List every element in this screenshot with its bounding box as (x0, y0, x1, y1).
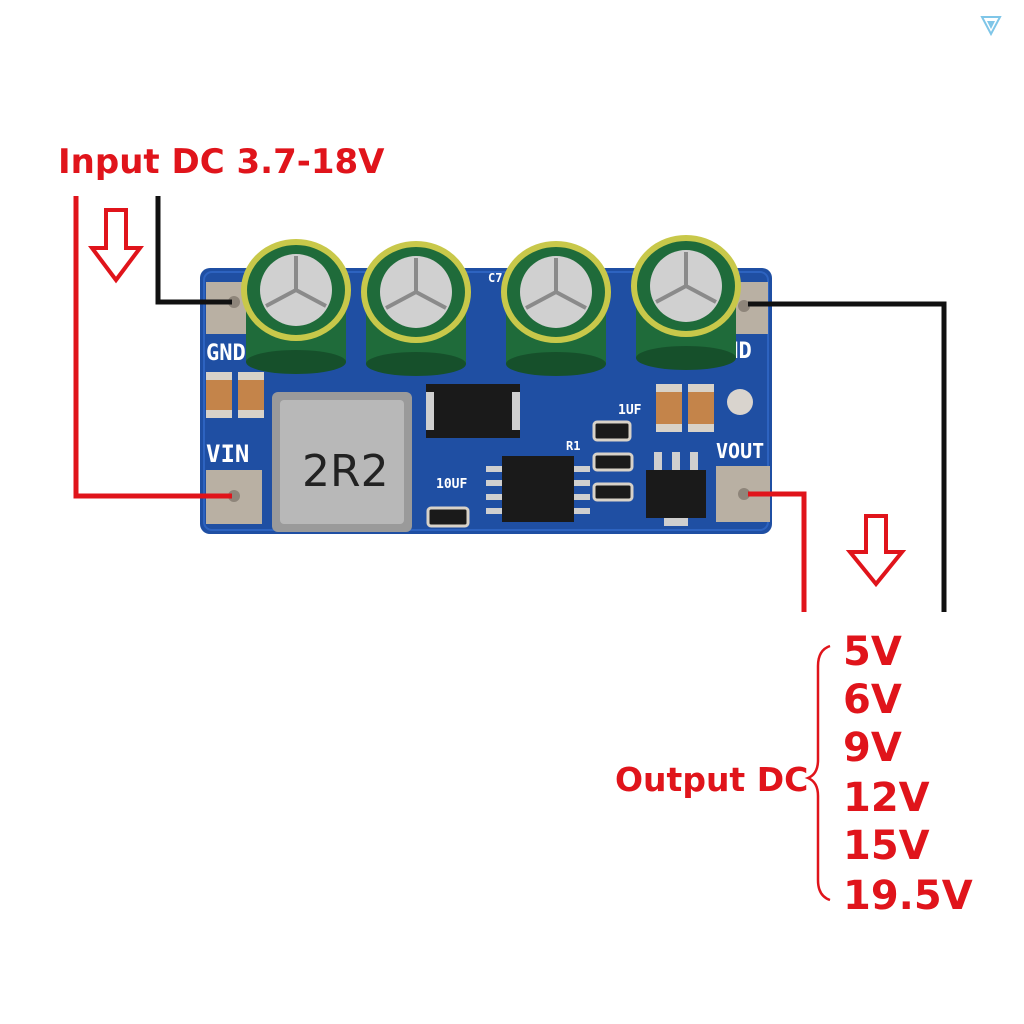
smd-capacitors-left (206, 372, 264, 418)
output-voltage-item: 9V (843, 725, 902, 771)
output-voltage-item: 19.5V (843, 873, 973, 919)
inductor-label: 2R2 (302, 446, 389, 497)
ic-chip (486, 456, 590, 522)
output-vout-wire (748, 491, 807, 612)
electrolytic-capacitor-2 (361, 241, 471, 376)
mounting-hole (727, 389, 753, 415)
output-voltage-item: 12V (843, 775, 930, 821)
output-gnd-wire (748, 301, 947, 612)
output-arrow-icon (845, 514, 907, 588)
watermark-logo-icon (980, 16, 1002, 36)
smd-resistors (426, 420, 634, 528)
input-vin-wire (73, 196, 232, 499)
input-voltage-label: Input DC 3.7-18V (58, 142, 385, 182)
smd-capacitors-right (656, 384, 714, 432)
silk-gnd-left: GND (206, 341, 246, 366)
electrolytic-capacitor-3 (501, 241, 611, 376)
output-label: Output DC (615, 760, 809, 799)
output-voltage-item: 5V (843, 629, 902, 675)
electrolytic-capacitor-1 (241, 239, 351, 374)
electrolytic-capacitor-4 (631, 235, 741, 370)
output-brace (804, 644, 831, 902)
silk-vin: VIN (206, 440, 249, 468)
silk-c7: C7 (488, 271, 502, 285)
output-voltage-item: 15V (843, 823, 930, 869)
input-arrow-icon (88, 208, 144, 284)
output-voltage-item: 6V (843, 677, 902, 723)
silk-vout: VOUT (716, 439, 764, 463)
input-gnd-wire (155, 196, 232, 305)
silk-r1: R1 (566, 439, 580, 453)
silk-1uf: 1UF (618, 403, 642, 418)
inductor (272, 392, 412, 532)
silk-10uf: 10UF (436, 477, 467, 492)
diode (426, 384, 520, 438)
regulator-transistor (646, 452, 706, 526)
